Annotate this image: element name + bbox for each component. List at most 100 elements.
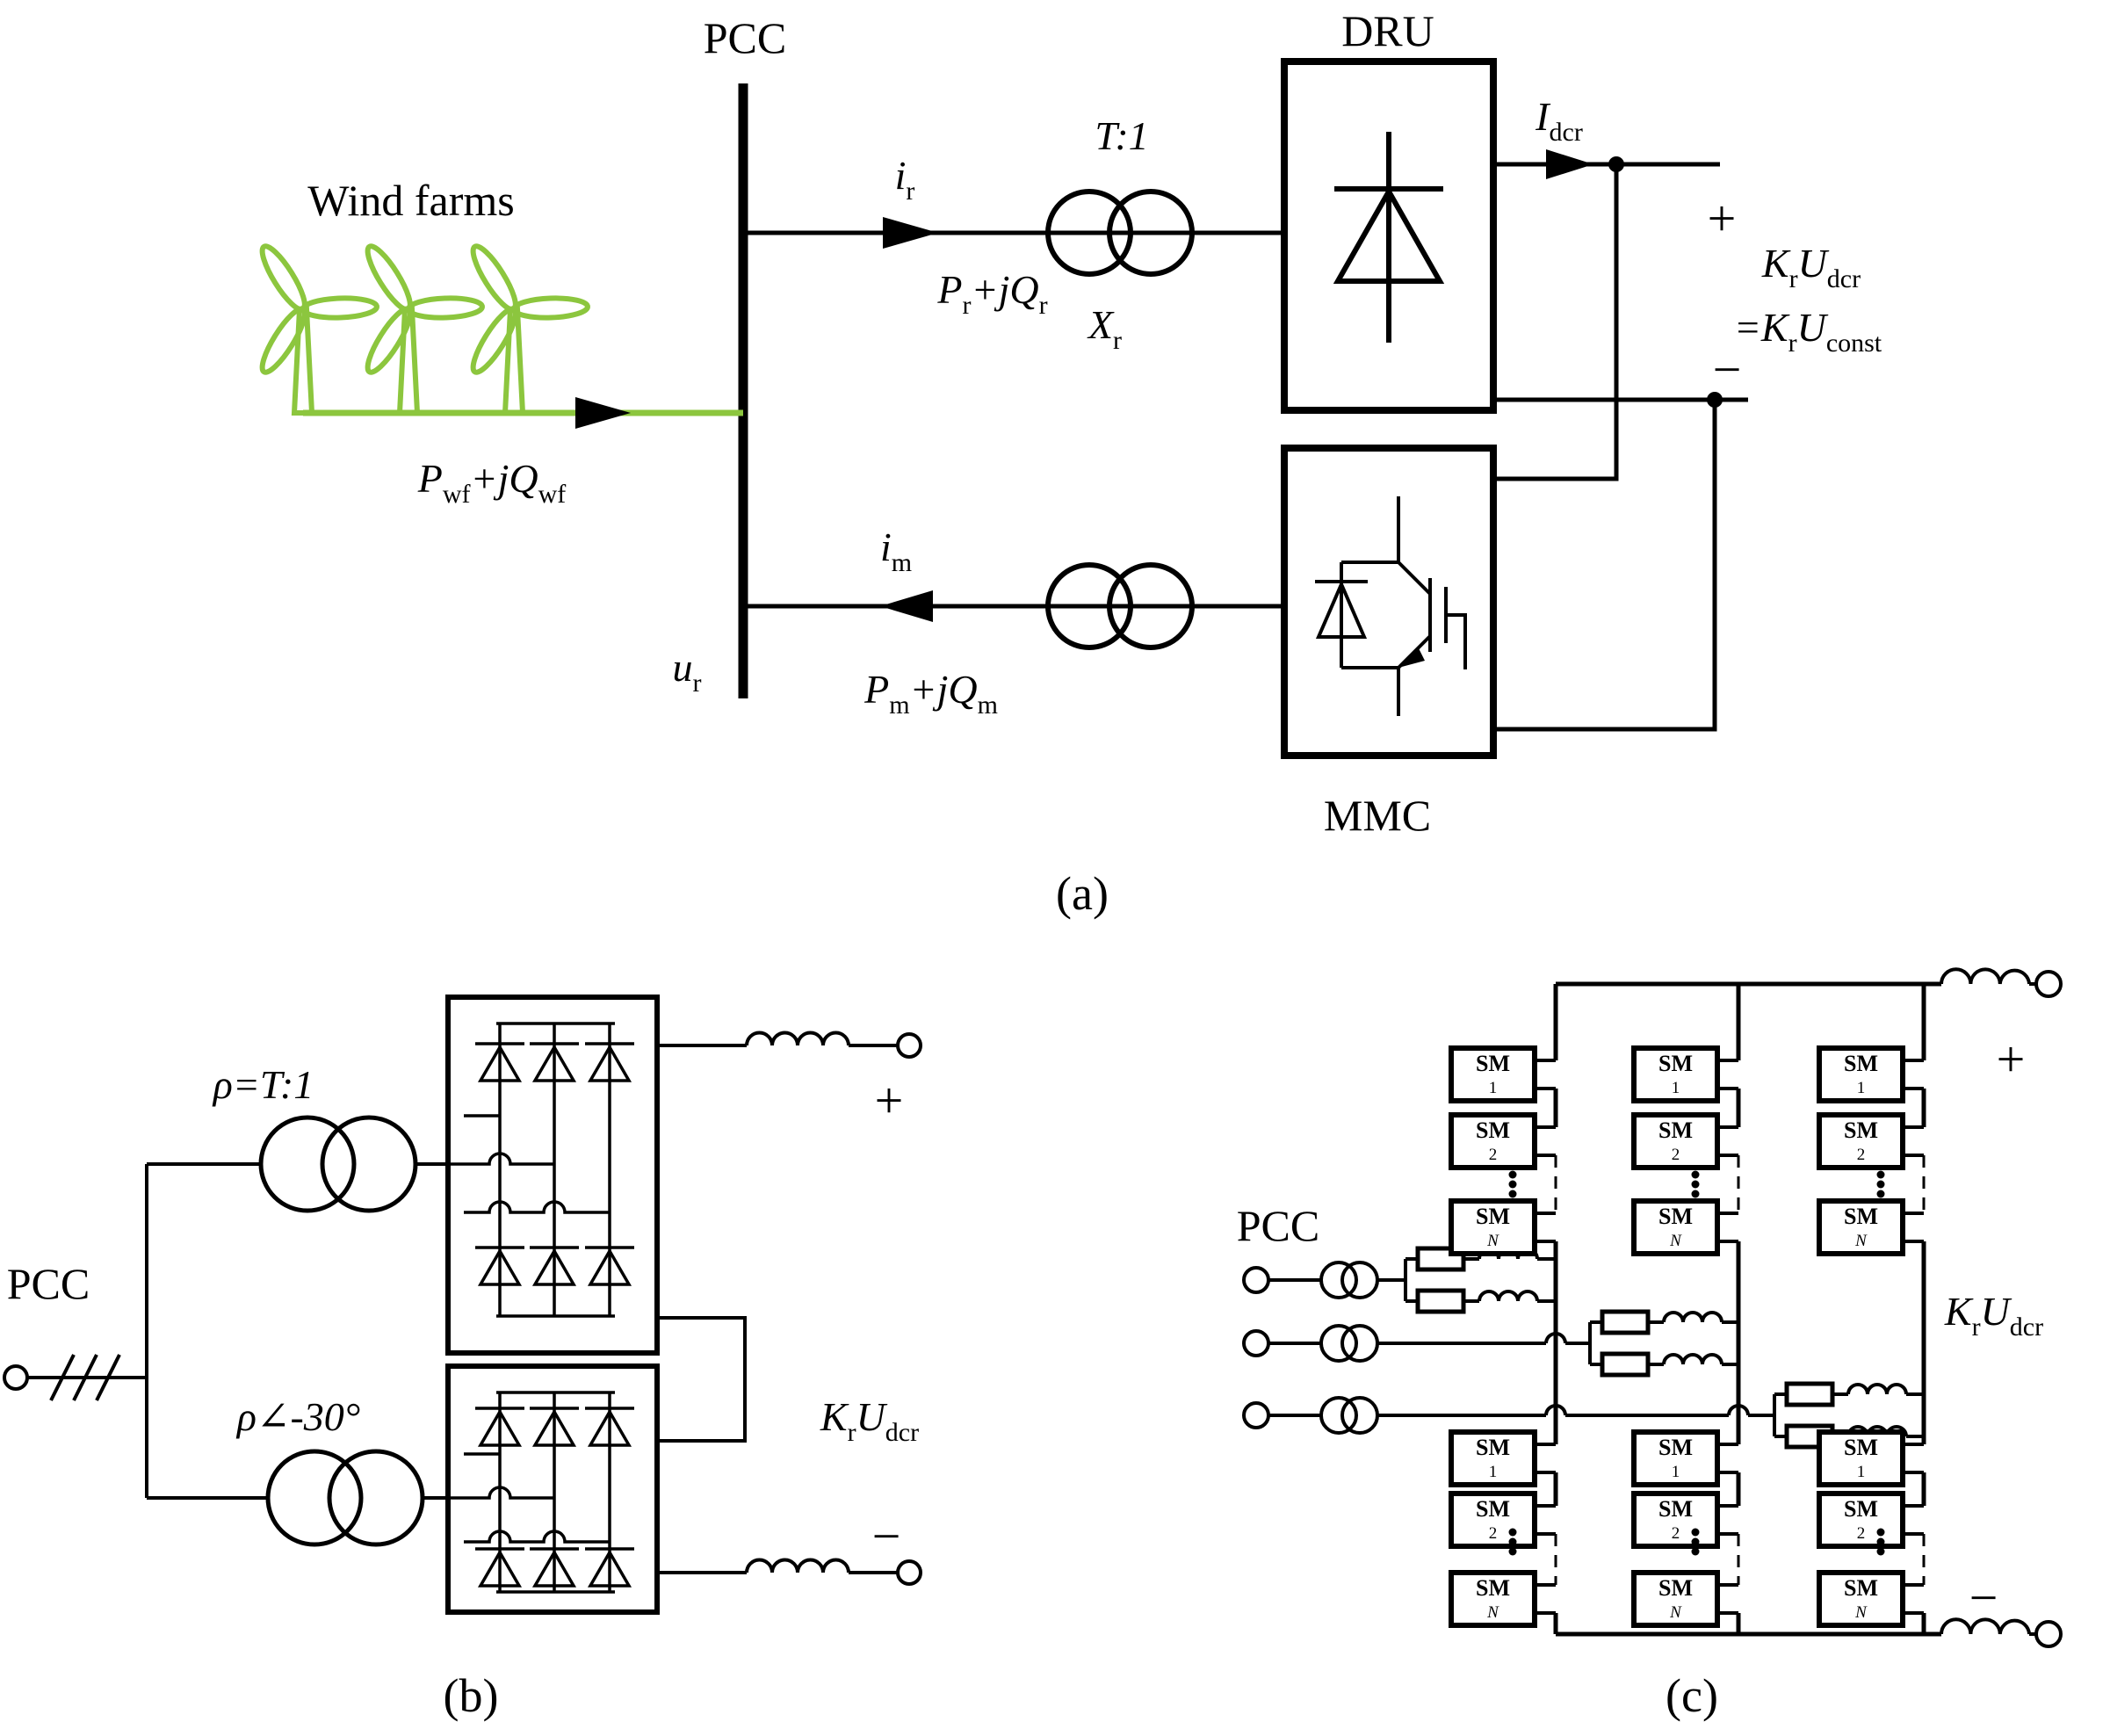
plus-sign: + [1708, 190, 1737, 247]
sm-module-box [1817, 1112, 1905, 1170]
sm-index-label: N [1486, 1232, 1499, 1250]
idcr-current-label: Idcr [1535, 94, 1583, 147]
plus-sign: + [875, 1072, 904, 1129]
dc-terminal-icon [896, 1559, 922, 1586]
wind-turbine-icon [259, 243, 379, 416]
sm-index-label: 2 [1857, 1524, 1866, 1543]
transformer-icon [258, 1115, 418, 1213]
dru-box [1281, 58, 1497, 414]
dc-voltage-label: KrUdcr [1944, 1289, 2043, 1342]
caption-c: (c) [1666, 1669, 1718, 1722]
sm-module-box [1449, 1491, 1537, 1549]
transformer-icon [1319, 1324, 1379, 1363]
dc-voltage-const-label: =KrUconst [1734, 305, 1882, 358]
wind-turbine-icon [365, 243, 485, 416]
dc-voltage-label: KrUdcr [820, 1394, 919, 1447]
minus-sign: − [872, 1508, 901, 1565]
sm-index-label: 1 [1857, 1463, 1866, 1481]
pr-power-label: Pr+jQr [936, 267, 1047, 320]
arm-inductor-icon [1846, 1425, 1908, 1437]
sm-label: SM [1844, 1496, 1878, 1522]
pcc-label: PCC [7, 1259, 90, 1308]
sm-module-box [1817, 1570, 1905, 1628]
winding-lead [464, 1530, 610, 1544]
dc-inductor-icon [1940, 967, 2032, 985]
dc-terminal-icon [2034, 970, 2063, 998]
dc-voltage-label: KrUdcr [1761, 241, 1861, 293]
sm-module-box [1631, 1198, 1720, 1256]
phase-b-input [1242, 1324, 1590, 1363]
subfigure-a: PCC ur Wind farms Pwf+jQwf ir Pr+j [259, 6, 1882, 920]
wind-farm-group [259, 243, 743, 416]
sm-index-label: 1 [1672, 1463, 1680, 1481]
dru-mmc-positive-link [1493, 164, 1619, 481]
sm-label: SM [1658, 1118, 1693, 1143]
arm-inductor-icon [1478, 1290, 1539, 1302]
sm-module-box [1449, 1045, 1537, 1103]
im-flow-arrow-icon [880, 590, 933, 622]
sm-label: SM [1658, 1435, 1693, 1460]
sm-index-label: N [1669, 1603, 1682, 1622]
sm-label: SM [1658, 1051, 1693, 1076]
mmc-label: MMC [1324, 791, 1431, 840]
sm-module-box [1817, 1045, 1905, 1103]
ellipsis-dot [1876, 1180, 1885, 1189]
sm-stack-layer: SM1SM2SMNSM1SM2SMNSM1SM2SMNSM1SM2SMNSM1S… [1449, 984, 1926, 1634]
sm-module-box [1449, 1429, 1537, 1487]
sm-label: SM [1844, 1118, 1878, 1143]
winding-lead [464, 1200, 610, 1214]
ellipsis-dot [1876, 1190, 1885, 1198]
wind-power-label: Pwf+jQwf [417, 456, 566, 509]
smoothing-inductor-icon [745, 1558, 850, 1573]
sm-module-box [1449, 1570, 1537, 1628]
subfigure-b: PCC ρ=T:1 [3, 995, 922, 1722]
ellipsis-dot [1691, 1547, 1700, 1556]
arm-impedance-group [1404, 1246, 1556, 1314]
ellipsis-dot [1508, 1180, 1517, 1189]
phase-terminal-icon [1242, 1266, 1270, 1294]
minus-sign: − [1713, 341, 1742, 398]
smoothing-inductor-icon [745, 1031, 850, 1046]
sm-label: SM [1844, 1575, 1878, 1601]
sm-label: SM [1844, 1051, 1878, 1076]
sm-label: SM [1658, 1496, 1693, 1522]
igbt-icon [1315, 496, 1467, 716]
arm-resistor-icon [1600, 1309, 1651, 1335]
pcc-label: PCC [704, 13, 787, 62]
sm-label: SM [1476, 1051, 1510, 1076]
sm-module-box [1449, 1198, 1537, 1256]
winding-lead [448, 1152, 554, 1166]
sm-module-box [1631, 1112, 1720, 1170]
caption-b: (b) [444, 1669, 499, 1722]
phase-a-input [1242, 1261, 1405, 1299]
dc-inductor-icon [1940, 1617, 2032, 1635]
ellipsis-dot [1691, 1170, 1700, 1179]
arm-impedance-layer [1404, 1246, 1924, 1450]
sm-index-label: 2 [1489, 1524, 1498, 1543]
series-link-wire [657, 1316, 747, 1443]
winding-lead [448, 1486, 554, 1500]
antiparallel-diode-icon [1315, 562, 1368, 668]
rectifier-bridge-internals [448, 1022, 636, 1318]
phase-terminal-icon [1242, 1329, 1270, 1357]
wind-flow-arrow-icon [575, 397, 631, 429]
sm-index-label: 1 [1489, 1079, 1498, 1097]
pcc-terminal-icon [3, 1364, 29, 1391]
pm-power-label: Pm+jQm [864, 667, 998, 720]
ellipsis-dot [1876, 1547, 1885, 1556]
sm-index-label: 1 [1672, 1079, 1680, 1097]
sm-label: SM [1844, 1435, 1878, 1460]
arm-inductor-icon [1662, 1353, 1723, 1365]
sm-module-box [1631, 1570, 1720, 1628]
transformer-icon [265, 1449, 425, 1547]
caption-a: (a) [1056, 867, 1109, 920]
transformer-icon [1045, 189, 1195, 277]
sm-module-box [1449, 1112, 1537, 1170]
phase-c-input [1242, 1396, 1774, 1435]
sm-label: SM [1844, 1204, 1878, 1229]
sm-label: SM [1476, 1575, 1510, 1601]
sm-index-label: 2 [1857, 1146, 1866, 1164]
